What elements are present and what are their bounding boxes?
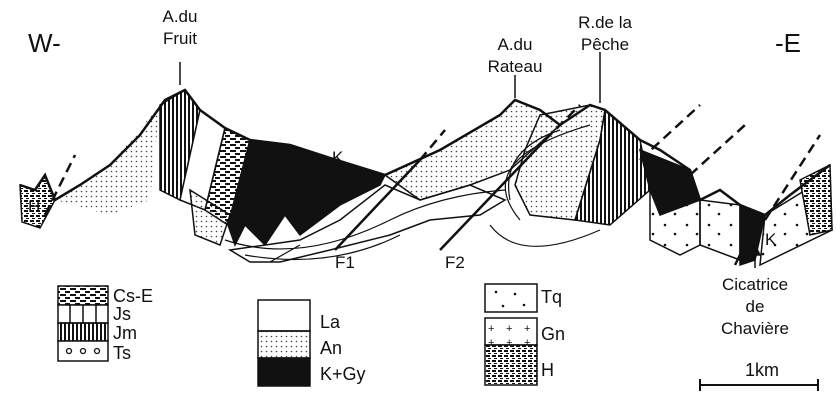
fold-lines: [224, 124, 601, 263]
fault-west: [43, 154, 77, 216]
legend-js-lines: [69, 305, 97, 323]
summit-rateau-line1: A.du: [498, 35, 533, 54]
cicatrice-line2: de: [746, 297, 765, 316]
tq-east2: [699, 199, 741, 262]
legend-label-la: La: [320, 312, 341, 332]
fault-f1-ext: [419, 129, 446, 161]
an-west: [55, 105, 160, 215]
legend-swatch-ts: [57, 340, 109, 362]
fault-f2: [439, 139, 546, 251]
legend-swatch-la: [257, 299, 311, 332]
fault-f2-ext: [544, 104, 581, 141]
summit-peche-line1: R.de la: [578, 13, 632, 32]
legend-column-2: [257, 299, 311, 387]
cicatrice-line1: Cicatrice: [722, 275, 788, 294]
label-f1: F1: [335, 253, 355, 272]
label-k-east: K: [765, 230, 777, 249]
legend-column-3: [484, 283, 538, 386]
cicatrice-line3: Chavière: [721, 319, 789, 338]
legend-label-gn: Gn: [541, 324, 565, 344]
scale-label: 1km: [745, 360, 779, 380]
legend-label-ts: Ts: [113, 343, 131, 363]
legend-swatch-k-gy: [257, 357, 311, 387]
label-h: H: [28, 197, 40, 216]
scale-bar: [699, 379, 819, 391]
fault-f1: [334, 159, 421, 251]
section-profile: [19, 88, 833, 267]
summit-peche-line2: Pêche: [581, 35, 629, 54]
legend-label-js: Js: [113, 304, 131, 324]
summit-rateau-line2: Rateau: [488, 57, 543, 76]
legend-label-an: An: [320, 338, 342, 358]
label-f2: F2: [445, 253, 465, 272]
topographic-profile: [19, 88, 831, 217]
east-label: -E: [775, 28, 801, 58]
fault-east: [639, 104, 822, 221]
an-fold: [189, 188, 231, 246]
legend-label-tq: Tq: [541, 287, 562, 307]
legend-swatch-an: [257, 330, 311, 359]
legend-swatch-jm: [57, 322, 109, 342]
legend-label-cs-e: Cs-E: [113, 286, 153, 306]
west-label: W-: [28, 28, 61, 58]
legend-label-jm: Jm: [113, 323, 137, 343]
tq-east: [649, 189, 701, 256]
legend-label-k-gy: K+Gy: [320, 364, 366, 384]
label-k-center: K: [332, 148, 344, 167]
fault-chaviere: [733, 214, 762, 266]
legend-swatch-gn: [484, 317, 538, 346]
summit-fruit-line2: Fruit: [163, 29, 197, 48]
legend-label-h: H: [541, 360, 554, 380]
legend-swatch-h: [484, 344, 538, 386]
legend-column-1: [57, 285, 109, 362]
leader-lines: [179, 52, 762, 268]
legend-swatch-cs-e: [57, 285, 109, 306]
summit-fruit-line1: A.du: [163, 7, 198, 26]
legend-swatch-tq: [484, 283, 538, 313]
